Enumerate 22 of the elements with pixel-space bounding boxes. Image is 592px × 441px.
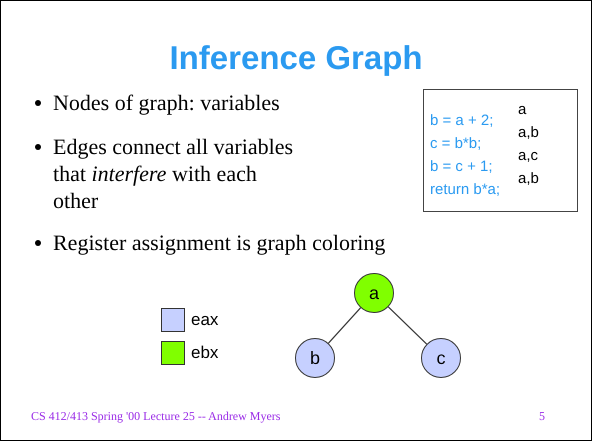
legend-label: eax [191,310,218,330]
variable-node: b [295,338,335,378]
live-variables: a,c [518,146,538,166]
bullet-text: Nodes of graph: variables [53,89,280,116]
variable-node: c [421,338,461,378]
live-variables: a [518,100,526,120]
code-line: b = c + 1; [430,157,493,177]
code-box [423,89,578,212]
slide-title: Inference Graph [168,39,424,77]
bullet-text: Edges connect all variables that interfere with each other [53,133,294,214]
bullet-text: Register assignment is graph coloring [53,229,386,256]
connector-line [328,307,361,344]
legend-label: ebx [191,343,218,363]
footer-text: CS 412/413 Spring '00 Lecture 25 -- Andrew Myers [31,409,280,424]
connector-line [388,306,428,344]
live-variables: a,b [518,168,539,188]
page-number: 5 [539,409,545,424]
live-variables: a,b [518,122,539,142]
code-line: return b*a; [430,180,500,200]
variable-node: a [354,273,394,313]
code-line: b = a + 2; [430,111,494,131]
code-line: c = b*b; [430,134,482,154]
